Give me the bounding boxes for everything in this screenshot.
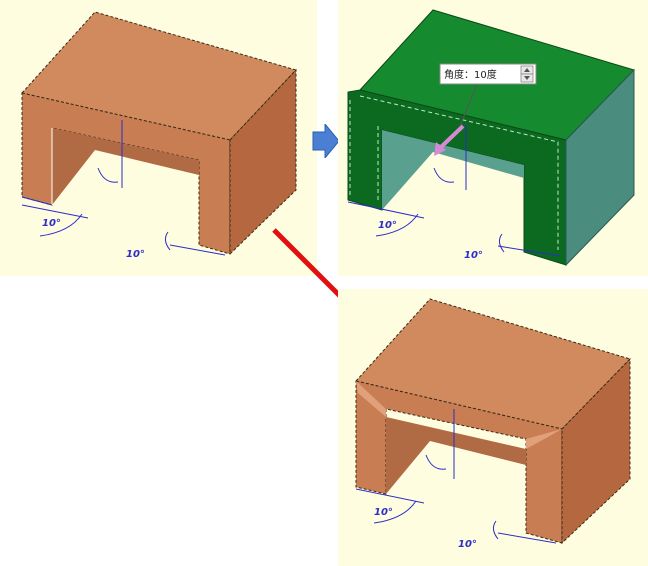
box-side-face [561,357,631,545]
spin-down-icon [524,76,530,80]
drag-handle-icon[interactable] [434,142,446,156]
angle-arc-left [375,213,419,237]
angle-label-left: 10° [378,220,397,231]
angle-arc-inner [425,454,447,470]
dimension-line-left [347,201,425,219]
step-arrow-icon [312,124,340,158]
angle-label-right: 10° [458,539,477,550]
bevel-left [356,381,386,417]
dimension-line-right [497,532,557,544]
dimension-line-right [497,245,561,257]
angle-arc-left [373,500,417,524]
box-before-drawing: 10° 10° [21,11,297,260]
dimension-line-left-2 [21,204,89,219]
panel-before: 10° 10° [0,0,317,276]
angle-arc-left [39,213,83,237]
angle-label-right: 10° [126,249,145,260]
angle-tooltip[interactable]: 角度：10度 [439,63,537,85]
angle-tooltip-text: 角度：10度 [444,68,497,81]
spin-up-icon [524,68,530,72]
panel-after: 10° 10° [338,289,648,566]
drag-handle-line[interactable] [438,124,465,150]
box-after-drawing: 10° 10° [355,298,631,550]
angle-arc-right [492,520,499,540]
selected-inner-face [382,130,524,210]
angle-label-right: 10° [464,250,483,261]
angle-arc-right [498,233,505,253]
tooltip-leader [459,81,479,127]
opening-inner-face [386,417,526,494]
box-side-face [229,68,297,256]
dimension-line-left [21,196,53,206]
bevel-right [526,429,562,449]
angle-label-left: 10° [42,218,61,229]
selected-side-face [565,68,635,267]
angle-arc-right [164,231,171,251]
angle-label-left: 10° [374,507,393,518]
dimension-line-left [355,488,425,504]
dimension-line-right [169,244,226,256]
angle-arc-inner [97,167,119,183]
angle-arc-inner [433,167,455,183]
selection-outline [359,95,559,250]
opening-inner-face [52,128,199,205]
selection-outline-left [349,100,379,200]
box-selected-drawing: 角度：10度 10° 10° [347,9,635,267]
panel-selected: 角度：10度 10° 10° [338,0,648,276]
